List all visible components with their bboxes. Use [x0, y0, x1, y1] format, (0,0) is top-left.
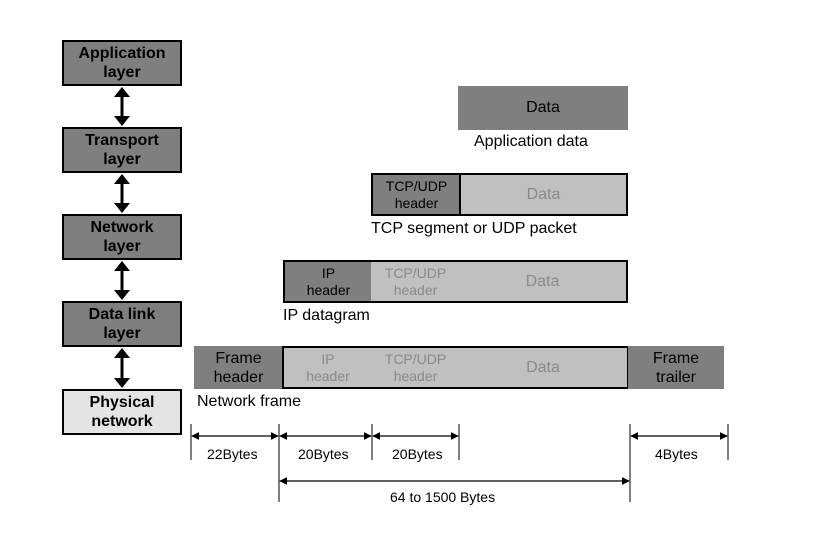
frame-header-size-label: 22Bytes — [207, 446, 258, 462]
ip-datagram-caption: IP datagram — [283, 307, 370, 324]
frame-trailer-size-label: 4Bytes — [655, 446, 698, 462]
ip-header-cell: IP header — [282, 346, 372, 389]
payload-size-label: 64 to 1500 Bytes — [390, 489, 496, 505]
physical-network-box: Physical network — [62, 389, 182, 435]
tcp-udp-header-cell: TCP/UDP header — [371, 346, 460, 389]
double-arrow-icon — [114, 174, 130, 213]
double-arrow-icon — [114, 348, 130, 388]
tcp-segment-caption: TCP segment or UDP packet — [371, 220, 577, 237]
network-frame-caption: Network frame — [197, 393, 302, 410]
segment-data-cell: Data — [459, 173, 628, 216]
double-arrow-icon — [114, 261, 130, 300]
frame-trailer-cell: Frame trailer — [628, 346, 724, 389]
application-data-box: Data — [458, 86, 628, 130]
application-data-caption: Application data — [474, 133, 588, 150]
network-layer-box: Network layer — [62, 214, 182, 260]
tcp-udp-header-size-label: 20Bytes — [392, 446, 443, 462]
double-arrow-icon — [114, 87, 130, 126]
datagram-data-cell: Data — [459, 260, 628, 303]
frame-header-cell: Frame header — [194, 346, 283, 389]
tcp-udp-header-cell: TCP/UDP header — [371, 173, 460, 216]
transport-layer-box: Transport layer — [62, 127, 182, 173]
tcp-udp-header-cell: TCP/UDP header — [371, 260, 460, 303]
ip-header-size-label: 20Bytes — [298, 446, 349, 462]
ip-header-cell: IP header — [283, 260, 372, 303]
data-link-layer-box: Data link layer — [62, 301, 182, 347]
application-layer-box: Application layer — [62, 40, 182, 86]
